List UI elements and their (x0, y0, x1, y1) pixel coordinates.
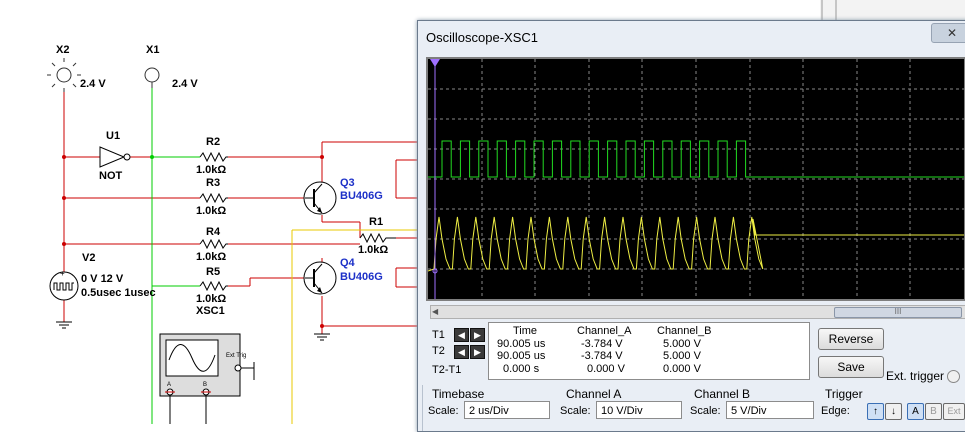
x2-label: X2 (56, 44, 70, 56)
r3-value: 1.0kΩ (196, 205, 227, 217)
channel-a-trace (428, 216, 964, 272)
r4-value: 1.0kΩ (196, 251, 227, 263)
cursor-readout-table: Time Channel_A Channel_B 90.005 us -3.78… (488, 322, 810, 380)
q4-label: Q4 (340, 257, 355, 269)
t2-t1-label: T2-T1 (432, 364, 462, 376)
reverse-button[interactable]: Reverse (818, 328, 884, 350)
scope-display[interactable] (428, 59, 964, 299)
t1-right-arrow-icon[interactable]: ▶ (470, 328, 485, 342)
q3-model: BU406G (340, 190, 383, 202)
transistor-q3[interactable] (303, 181, 337, 215)
t1-channel-a: -3.784 V (581, 338, 623, 350)
ground-symbols (56, 321, 330, 341)
falling-edge-icon[interactable]: ↓ (885, 403, 902, 420)
scroll-thumb[interactable]: III (834, 307, 962, 318)
t1-time: 90.005 us (497, 338, 546, 350)
x1-voltage: 2.4 V (172, 78, 198, 90)
t2-channel-a: -3.784 V (581, 350, 623, 362)
transistor-q4[interactable] (303, 261, 337, 295)
channel-a-title: Channel A (566, 387, 622, 401)
x1-label: X1 (146, 44, 160, 56)
v2-line1: 0 V 12 V (81, 273, 124, 285)
close-button[interactable]: ✕ (931, 23, 965, 43)
trigger-source-ext[interactable]: Ext (943, 403, 965, 420)
oscilloscope-icon-xsc1[interactable] (159, 333, 242, 397)
u1-type: NOT (99, 170, 123, 182)
trigger-source-a[interactable]: A (907, 403, 924, 420)
lamp-x2[interactable] (47, 58, 81, 92)
r1-label: R1 (369, 216, 384, 228)
t1-channel-b: 5.000 V (663, 338, 701, 350)
delta-channel-b: 0.000 V (663, 363, 701, 375)
timebase-scale-field[interactable]: 2 us/Div (464, 401, 550, 419)
separator (422, 385, 423, 431)
pulse-source-v2[interactable]: + (49, 269, 79, 301)
delta-channel-a: 0.000 V (587, 363, 625, 375)
horizontal-scrollbar[interactable]: ◀ III (430, 305, 965, 319)
scroll-left-icon[interactable]: ◀ (432, 307, 439, 316)
rising-edge-icon[interactable]: ↑ (867, 403, 884, 420)
t2-left-arrow-icon[interactable]: ◀ (454, 345, 469, 359)
xsc1-label: XSC1 (196, 305, 225, 317)
r2-value: 1.0kΩ (196, 164, 227, 176)
channel-a-marker (432, 268, 438, 274)
t1-left-arrow-icon[interactable]: ◀ (454, 328, 469, 342)
u1-label: U1 (106, 130, 121, 142)
trigger-edge-label: Edge: (821, 405, 850, 417)
timebase-scale-label: Scale: (428, 405, 459, 417)
resistor-symbols (199, 151, 396, 292)
t2-label: T2 (432, 345, 445, 357)
xsc1-pin-a: A (167, 382, 172, 388)
channel-a-scale-field[interactable]: 10 V/Div (596, 401, 682, 419)
v2-label: V2 (82, 252, 96, 264)
channel-b-scale-field[interactable]: 5 V/Div (726, 401, 814, 419)
save-button[interactable]: Save (818, 356, 884, 378)
t1-label: T1 (432, 329, 445, 341)
v2-line2: 0.5usec 1usec (81, 287, 156, 299)
channel-b-trace (428, 140, 964, 178)
channel-a-scale-label: Scale: (560, 405, 591, 417)
timebase-title: Timebase (432, 387, 485, 401)
xsc1-pin-b: B (203, 382, 208, 388)
not-gate-u1[interactable] (99, 146, 131, 168)
scope-display-frame (426, 57, 965, 301)
r3-label: R3 (206, 177, 221, 189)
q4-model: BU406G (340, 271, 383, 283)
t2-time: 90.005 us (497, 350, 546, 362)
header-channel-a: Channel_A (577, 325, 632, 337)
t2-right-arrow-icon[interactable]: ▶ (470, 345, 485, 359)
r2-label: R2 (206, 136, 221, 148)
r5-label: R5 (206, 266, 221, 278)
window-title: Oscilloscope-XSC1 (426, 30, 538, 45)
channel-b-title: Channel B (694, 387, 751, 401)
probe-x1[interactable] (144, 67, 160, 88)
r1-value: 1.0kΩ (358, 244, 389, 256)
ext-trigger-label: Ext. trigger (886, 369, 945, 383)
trigger-source-b[interactable]: B (925, 403, 942, 420)
x2-voltage: 2.4 V (80, 78, 106, 90)
svg-text:+: + (60, 269, 65, 278)
r4-label: R4 (206, 226, 221, 238)
xsc1-ext-trig: Ext Trig (226, 353, 247, 359)
t2-channel-b: 5.000 V (663, 350, 701, 362)
delta-time: 0.000 s (503, 363, 540, 375)
channel-b-scale-label: Scale: (690, 405, 721, 417)
ext-trigger-terminal[interactable] (947, 370, 960, 383)
header-channel-b: Channel_B (657, 325, 712, 337)
r5-value: 1.0kΩ (196, 293, 227, 305)
oscilloscope-window[interactable]: Oscilloscope-XSC1 ✕ ◀ III T1 ◀ ▶ T2 ◀ ▶ … (417, 20, 965, 432)
q3-label: Q3 (340, 177, 355, 189)
header-time: Time (513, 325, 538, 337)
trigger-title: Trigger (825, 387, 863, 401)
